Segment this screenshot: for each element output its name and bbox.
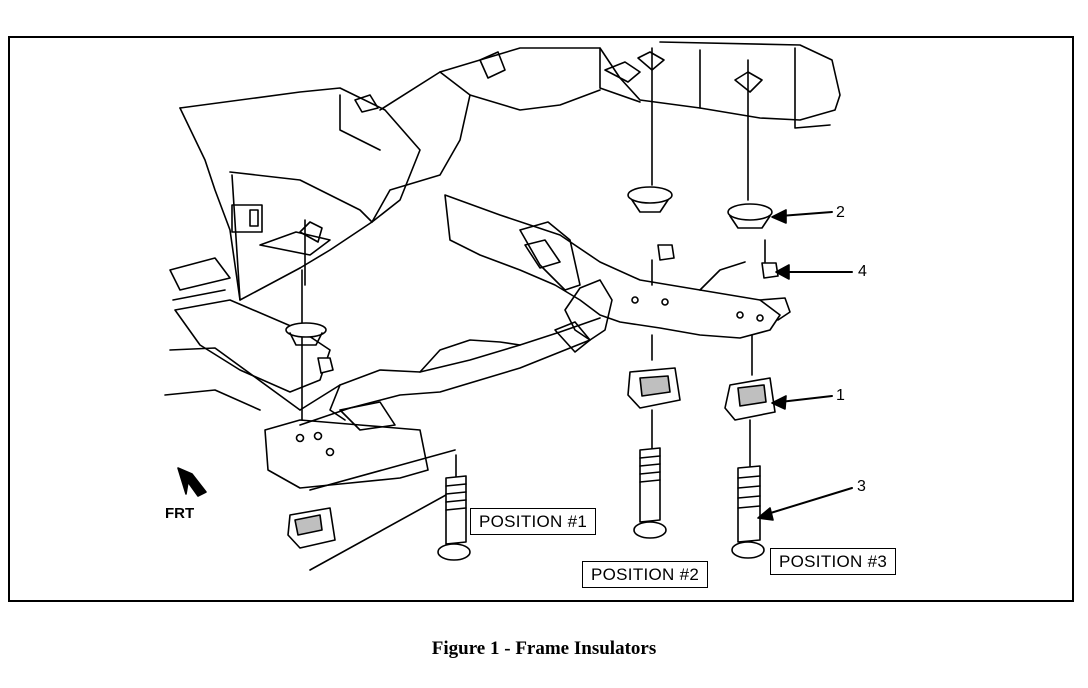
- position-1-label: POSITION #1: [470, 508, 597, 535]
- frame-rail: [164, 299, 601, 571]
- front-indicator-label: FRT: [165, 505, 195, 522]
- callout-1: 1: [836, 387, 845, 404]
- body-structure-right: [371, 41, 841, 223]
- position-3-label: POSITION #3: [770, 548, 897, 575]
- figure-frame: [8, 36, 1074, 602]
- callout-arrows: [757, 209, 853, 521]
- body-structure-left: [169, 87, 421, 301]
- position-2-label: POSITION #2: [582, 561, 709, 588]
- callout-3: 3: [857, 478, 866, 495]
- fasteners: [285, 47, 779, 561]
- callout-4: 4: [858, 263, 867, 280]
- callout-2: 2: [836, 204, 845, 221]
- arrowhead: [771, 395, 787, 410]
- figure-caption: Figure 1 - Frame Insulators: [431, 638, 657, 659]
- front-arrow-icon: [177, 467, 207, 497]
- crossmember: [444, 194, 791, 353]
